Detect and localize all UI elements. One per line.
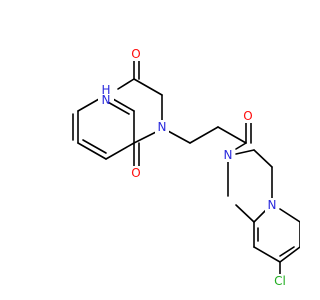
bond: [279, 208, 300, 223]
atom-bg: [241, 109, 255, 123]
bond: [217, 126, 247, 144]
atom-bg: [265, 198, 279, 212]
atom-label-nh: N: [102, 93, 111, 107]
bond: [77, 142, 107, 160]
atom-bg: [270, 274, 290, 288]
bond: [235, 204, 255, 223]
bond: [105, 100, 130, 115]
atom-bg: [129, 47, 143, 61]
bond: [279, 246, 295, 257]
bond: [133, 78, 163, 96]
bond: [189, 126, 219, 144]
atom-bg: [98, 80, 114, 102]
bond: [253, 209, 267, 223]
bond: [105, 142, 135, 160]
atom-label-o-urea: O: [131, 47, 140, 61]
atom-label-n-amide: N: [224, 148, 233, 162]
atom-label-cl: Cl: [274, 274, 286, 288]
bond: [253, 149, 273, 168]
atom-label-o-amide: O: [243, 109, 252, 123]
bond: [235, 142, 247, 150]
atom-label-n-aryl: N: [268, 198, 277, 212]
bond: [82, 139, 107, 154]
atom-labels: H N O N O O N N Cl: [98, 47, 290, 288]
atom-bg: [221, 148, 235, 162]
bond: [167, 130, 191, 144]
bond: [117, 78, 135, 90]
atom-label-n-imide: N: [158, 120, 167, 134]
bond: [235, 149, 255, 155]
molecule-structure: H N O N O O N N Cl: [72, 47, 300, 288]
bond: [279, 246, 300, 263]
bond: [253, 246, 281, 263]
atom-bg: [129, 166, 143, 180]
atom-label-o-imide: O: [131, 166, 140, 180]
bond: [133, 131, 157, 144]
atom-bg: [155, 120, 169, 134]
atom-label-h: H: [101, 83, 110, 97]
